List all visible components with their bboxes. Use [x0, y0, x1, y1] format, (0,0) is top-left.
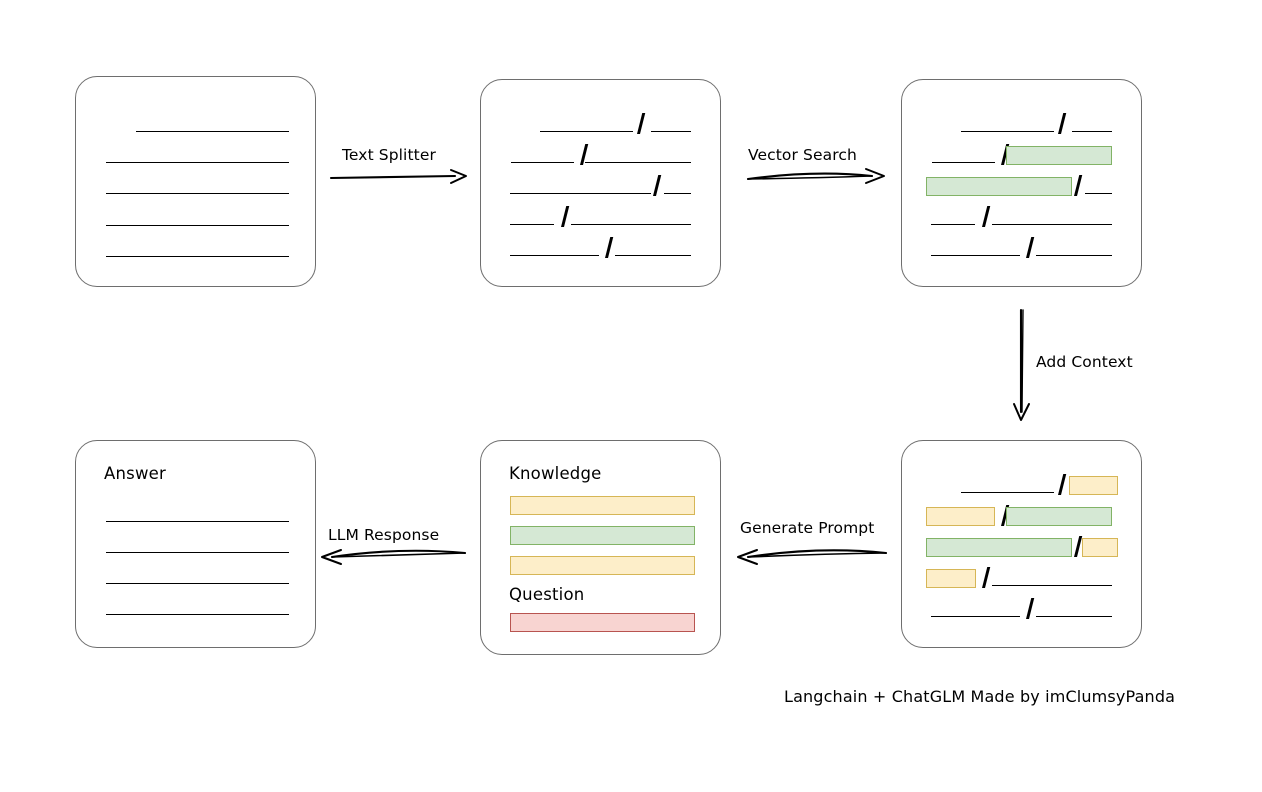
chunk-segment-left [932, 162, 995, 163]
chunk-segment-right [992, 224, 1112, 225]
chunk-segment-left [931, 255, 1020, 256]
edge-label-add-context: Add Context [1036, 353, 1133, 371]
knowledge-heading: Knowledge [509, 464, 602, 483]
chunk-segment-left [510, 224, 554, 225]
chunk-segment-left [510, 193, 651, 194]
context-chunk-highlight [926, 569, 976, 588]
text-line-segment [106, 193, 289, 194]
text-line-segment [106, 162, 289, 163]
chunk-separator-slash [1026, 237, 1035, 258]
chunk-segment-right [615, 255, 691, 256]
document-row [481, 206, 720, 228]
knowledge-bar [510, 526, 695, 545]
text-line-segment [106, 583, 289, 584]
document-row [902, 175, 1141, 197]
chunk-separator-slash [605, 237, 614, 258]
split-document-box[interactable] [480, 79, 721, 287]
chunk-separator-slash [1026, 598, 1035, 619]
llm-response-arrow [321, 549, 467, 565]
document-row [76, 175, 315, 197]
document-row [902, 206, 1141, 228]
document-row [481, 144, 720, 166]
text-line-segment [106, 614, 289, 615]
chunk-segment-left [540, 131, 633, 132]
question-heading: Question [509, 585, 585, 604]
chunk-segment-right [651, 131, 691, 132]
text-line-segment [106, 552, 289, 553]
chunk-separator-slash [982, 567, 991, 588]
footer-caption: Langchain + ChatGLM Made by imClumsyPand… [784, 687, 1176, 706]
context-document-box[interactable] [901, 440, 1142, 648]
chunk-segment-left [511, 162, 574, 163]
matched-document-box[interactable] [901, 79, 1142, 287]
answer-card-box[interactable]: Answer [75, 440, 316, 648]
chunk-separator-slash [982, 206, 991, 227]
edge-label-llm-response: LLM Response [328, 526, 440, 544]
document-row [76, 144, 315, 166]
chunk-segment-left [931, 616, 1020, 617]
context-chunk-highlight [1082, 538, 1118, 557]
prompt-card-box[interactable]: Knowledge Question [480, 440, 721, 655]
document-row [902, 237, 1141, 259]
chunk-segment-right [571, 224, 691, 225]
document-row [902, 536, 1141, 558]
answer-row [76, 596, 315, 618]
chunk-separator-slash [1058, 474, 1067, 495]
document-row [76, 207, 315, 229]
source-document-box[interactable] [75, 76, 316, 287]
chunk-segment-right [1036, 255, 1112, 256]
chunk-segment-right [1036, 616, 1112, 617]
chunk-segment-left [510, 255, 599, 256]
chunk-separator-slash [1074, 175, 1083, 196]
edge-label-text-splitter: Text Splitter [342, 146, 436, 164]
text-line-segment [106, 225, 289, 226]
chunk-segment-right [585, 162, 691, 163]
matched-chunk-highlight [926, 538, 1072, 557]
chunk-separator-slash [1058, 113, 1067, 134]
chunk-segment-left [931, 224, 975, 225]
document-row [902, 598, 1141, 620]
add-context-arrow [1013, 308, 1030, 421]
matched-chunk-highlight [1006, 146, 1112, 165]
text-splitter-arrow [329, 169, 467, 184]
answer-heading: Answer [104, 464, 166, 483]
edge-label-generate-prompt: Generate Prompt [740, 519, 875, 537]
edge-label-vector-search: Vector Search [748, 146, 857, 164]
chunk-segment-right [992, 585, 1112, 586]
chunk-segment-right [664, 193, 691, 194]
knowledge-bar [510, 556, 695, 575]
document-row [902, 144, 1141, 166]
text-line-segment [106, 521, 289, 522]
context-chunk-highlight [926, 507, 995, 526]
document-row [481, 237, 720, 259]
text-line-segment [136, 131, 289, 132]
document-row [902, 567, 1141, 589]
answer-row [76, 565, 315, 587]
document-row [481, 113, 720, 135]
document-row [902, 505, 1141, 527]
chunk-separator-slash [561, 206, 570, 227]
document-row [76, 238, 315, 260]
chunk-segment-right [1072, 131, 1112, 132]
answer-row [76, 503, 315, 525]
vector-search-arrow [746, 168, 885, 184]
chunk-separator-slash [1074, 536, 1083, 557]
document-row [902, 113, 1141, 135]
text-line-segment [106, 256, 289, 257]
document-row [481, 175, 720, 197]
chunk-segment-left [961, 131, 1054, 132]
context-chunk-highlight [1069, 476, 1118, 495]
chunk-segment-right [1085, 193, 1112, 194]
chunk-separator-slash [653, 175, 662, 196]
knowledge-bar [510, 496, 695, 515]
chunk-segment-left [961, 492, 1054, 493]
answer-row [76, 534, 315, 556]
chunk-separator-slash [637, 113, 646, 134]
question-bar [510, 613, 695, 632]
document-row [902, 474, 1141, 496]
matched-chunk-highlight [926, 177, 1072, 196]
matched-chunk-highlight [1006, 507, 1112, 526]
generate-prompt-arrow [737, 549, 888, 565]
document-row [76, 113, 315, 135]
